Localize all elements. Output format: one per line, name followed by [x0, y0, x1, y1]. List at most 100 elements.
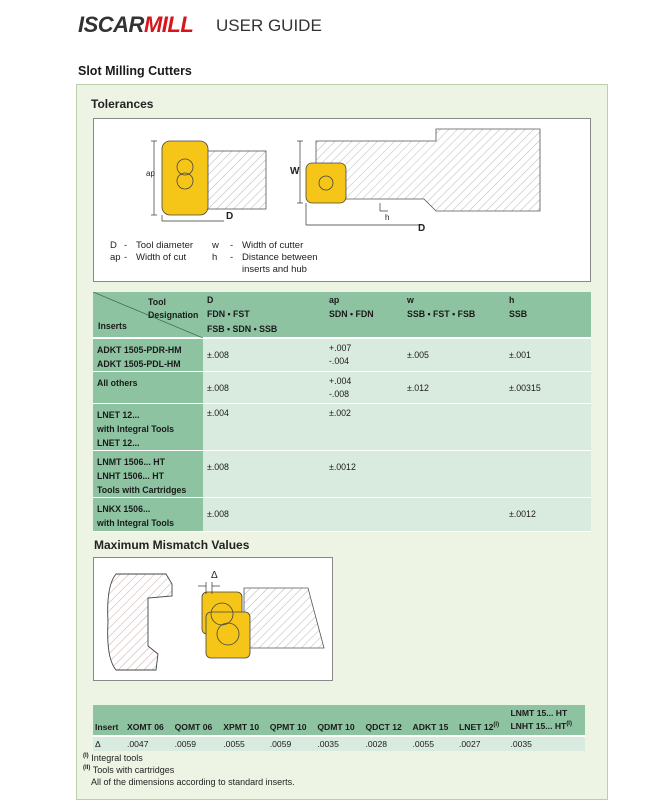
mm-value: Δ [93, 735, 125, 751]
row-w-value: ±.005 [403, 338, 505, 372]
mismatch-table-header: Insert XOMT 06 QOMT 06 XPMT 10 QPMT 10 Q… [93, 705, 585, 736]
row-ap-value-lower: -.004 [329, 356, 350, 366]
footnote-standard-inserts: All of the dimensions according to stand… [91, 777, 295, 787]
row-ap-value-upper: +.007 [329, 343, 352, 353]
row-w-value [403, 450, 505, 498]
tolerances-drawing [151, 128, 541, 226]
legend-d-dash: - [124, 240, 128, 251]
mm-col-header: QDMT 10 [315, 705, 364, 736]
row-insert-line: LNMT 1506... HT [97, 457, 165, 467]
footnote-mark: (I) [83, 753, 89, 759]
row-insert-line: with Integral Tools [97, 424, 175, 434]
row-insert-line: with Integral Tools [97, 518, 175, 528]
mm-col-footnote-mark: (I) [566, 721, 572, 728]
row-insert-line: LNHT 1506... HT [97, 471, 164, 481]
delta-label: Δ [211, 570, 218, 581]
row-insert-line: LNET 12... [97, 438, 140, 448]
footnote-text: Integral tools [91, 753, 143, 763]
mm-value: .0035 [315, 735, 364, 751]
row-d-value: ±.004 [203, 403, 325, 451]
legend-ap-text: Width of cut [136, 252, 187, 263]
legend-h-dash: - [230, 252, 234, 263]
table-corner-cell: Tool Designation Inserts [93, 292, 203, 339]
w-dimension-label: W [290, 166, 300, 177]
legend-w-symbol: w [212, 240, 219, 251]
legend-d-text: Tool diameter [136, 240, 194, 251]
row-w-value: ±.012 [403, 371, 505, 404]
mm-value: .0047 [124, 735, 173, 751]
row-h-value: ±.001 [505, 338, 591, 372]
legend-h-text-line1: Distance between [242, 252, 318, 263]
brand-logo: ISCARMILL [78, 12, 194, 38]
d-dimension-label-left: D [226, 211, 234, 222]
section-title: Slot Milling Cutters [78, 64, 192, 78]
mm-value: .0035 [508, 735, 585, 751]
col-header-sub1: SSB [509, 309, 528, 319]
mm-value: .0059 [172, 735, 222, 751]
table-row: LNKX 1506...with Integral Tools ±.008 ±.… [93, 497, 591, 532]
mm-col-header-line2: LNHT 15... HT [510, 721, 567, 731]
row-ap-cell: +.007 -.004 [325, 338, 403, 372]
mm-col-footnote-mark: (I) [493, 722, 500, 729]
row-h-value [505, 403, 591, 451]
col-header-name: ap [329, 295, 340, 305]
col-header-sub1: SDN • FDN [329, 309, 374, 319]
row-insert-cell: All others [93, 371, 203, 404]
mm-col-header: QPMT 10 [267, 705, 316, 736]
mismatch-table: Insert XOMT 06 QOMT 06 XPMT 10 QPMT 10 Q… [93, 705, 585, 751]
tolerances-diagram: ap D W h D D - Tool diameter ap - Width … [93, 118, 591, 282]
row-ap-cell: +.004-.008 [325, 371, 403, 404]
legend-h-text-line2: inserts and hub [242, 264, 307, 275]
mm-col-header: LNET 12 [459, 722, 494, 732]
mm-value: .0055 [221, 735, 268, 751]
mm-col-header: XPMT 10 [221, 705, 268, 736]
row-insert-line: ADKT 1505-PDR-HM [97, 345, 182, 355]
footnote-cartridges: (II) Tools with cartridges [83, 765, 174, 775]
row-h-value: ±.0012 [505, 497, 591, 532]
mm-col-header-lnet: LNET 12(I) [457, 705, 509, 736]
mm-value: .0055 [410, 735, 458, 751]
legend-w-text: Width of cutter [242, 240, 304, 251]
mismatch-title: Maximum Mismatch Values [94, 538, 250, 552]
col-header-name: w [407, 295, 414, 305]
row-insert-cell: LNMT 1506... HT LNHT 1506... HT Tools with… [93, 450, 203, 498]
col-header-sub1: FDN • FST [207, 309, 250, 319]
brand-logo-part2: MILL [143, 12, 194, 37]
row-insert-line: LNKX 1506... [97, 504, 151, 514]
mm-value: .0028 [363, 735, 411, 751]
guide-title: USER GUIDE [216, 16, 322, 35]
mismatch-diagram: Δ [93, 557, 333, 681]
row-ap-value [325, 497, 403, 532]
legend-w-dash: - [230, 240, 234, 251]
corner-inserts-label: Inserts [98, 321, 127, 331]
mm-value: .0059 [267, 735, 316, 751]
mm-col-header: XOMT 06 [124, 705, 173, 736]
row-w-value [403, 497, 505, 532]
row-insert-cell: LNKX 1506... with Integral Tools [93, 497, 203, 532]
d-dimension-label-right: D [418, 223, 426, 234]
row-d-value: ±.008 [203, 450, 325, 498]
h-dimension-label: h [385, 213, 390, 222]
row-insert-line: Tools with Cartridges [97, 485, 187, 495]
footnote-mark: (II) [83, 765, 91, 771]
row-h-value [505, 450, 591, 498]
row-insert-line: ADKT 1505-PDL-HM [97, 359, 181, 369]
corner-diagonal-line [93, 292, 203, 338]
row-w-value [403, 403, 505, 451]
mismatch-table-row: Δ .0047 .0059 .0055 .0059 .0035 .0028 .0… [93, 735, 585, 751]
corner-tool-label: Tool [148, 297, 166, 307]
mm-value: .0027 [457, 735, 509, 751]
ap-dimension-label: ap [146, 169, 155, 178]
row-insert-cell: ADKT 1505-PDR-HM ADKT 1505-PDL-HM [93, 338, 203, 372]
corner-designation-label: Designation [148, 310, 199, 320]
col-header-sub1: SSB • FST • FSB [407, 309, 476, 319]
row-h-value: ±.00315 [505, 371, 591, 404]
